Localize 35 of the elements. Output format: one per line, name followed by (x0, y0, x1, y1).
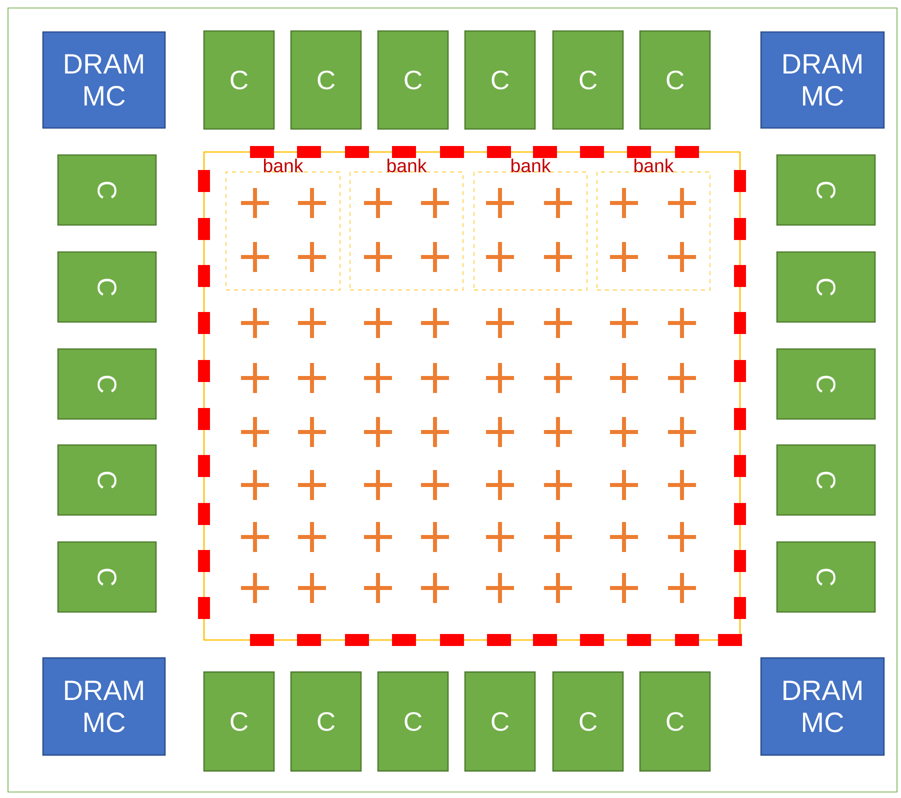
core-box: C (57, 154, 157, 226)
core-box: C (377, 30, 449, 130)
memory-controller-box: DRAM MC (42, 31, 166, 129)
core-box: C (552, 30, 624, 130)
core-box: C (203, 30, 275, 130)
memory-controller-box: DRAM MC (42, 657, 166, 756)
core-box: C (776, 251, 876, 323)
node-label: bank (387, 158, 427, 172)
core-box: C (203, 671, 275, 772)
node-label: bank (264, 158, 304, 172)
core-box: C (57, 541, 157, 613)
core-box: C (464, 671, 536, 772)
core-box: C (57, 251, 157, 323)
memory-controller-box: DRAM MC (760, 31, 885, 129)
node-label: bank (511, 158, 551, 172)
bank-box: bank (350, 158, 464, 290)
core-box: C (57, 348, 157, 420)
node-label: bank (634, 158, 674, 172)
core-box: C (776, 348, 876, 420)
core-box: C (639, 671, 711, 772)
core-box: C (57, 444, 157, 516)
core-box: C (290, 30, 362, 130)
core-box: C (776, 541, 876, 613)
chip-area (203, 151, 741, 641)
bank-box: bank (596, 158, 710, 290)
core-box: C (776, 444, 876, 516)
bank-box: bank (474, 158, 588, 290)
bank-box: bank (226, 158, 340, 290)
memory-controller-box: DRAM MC (760, 657, 885, 756)
core-box: C (464, 30, 536, 130)
core-box: C (776, 154, 876, 226)
core-box: C (552, 671, 624, 772)
core-box: C (639, 30, 711, 130)
core-box: C (377, 671, 449, 772)
core-box: C (290, 671, 362, 772)
